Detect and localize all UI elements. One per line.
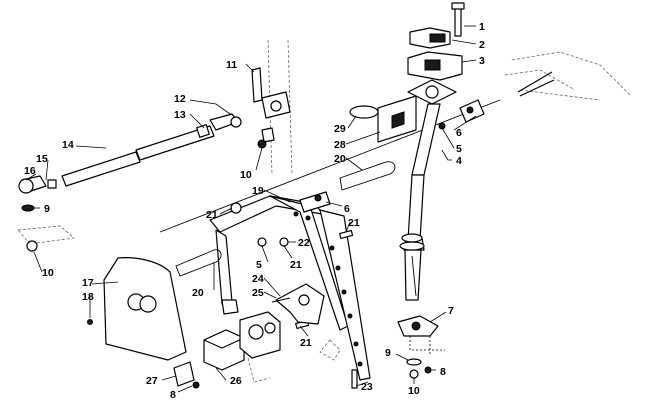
callout-16: 16 <box>24 165 36 177</box>
callout-10-upper: 10 <box>240 169 252 181</box>
ring-29 <box>349 105 379 119</box>
callout-15: 15 <box>36 153 48 165</box>
callout-21-lower: 21 <box>300 337 312 349</box>
steering-post <box>399 2 485 301</box>
frame-rods <box>517 71 555 97</box>
motor-assembly <box>239 311 281 383</box>
callout-20-lower: 20 <box>192 287 204 299</box>
leader-lines <box>25 25 477 393</box>
callout-29: 29 <box>334 123 346 135</box>
bracket-24 <box>271 283 325 325</box>
upper-clamp <box>251 39 293 176</box>
reference-line <box>159 99 501 233</box>
callout-27: 27 <box>146 375 158 387</box>
callout-26: 26 <box>230 375 242 387</box>
callout-8-right: 8 <box>440 366 446 378</box>
callout-19: 19 <box>252 185 264 197</box>
callout-11: 11 <box>226 59 237 71</box>
callout-23: 23 <box>361 381 373 393</box>
tie-rod-assembly <box>17 113 242 252</box>
callout-28: 28 <box>334 139 346 151</box>
lower-right-hardware <box>319 339 432 379</box>
callout-14: 14 <box>62 139 74 151</box>
callout-22: 22 <box>298 237 310 249</box>
callout-21-mid: 21 <box>290 259 302 271</box>
shield-plate <box>87 257 187 361</box>
callout-17: 17 <box>82 277 94 289</box>
callout-2: 2 <box>479 39 485 51</box>
callout-25: 25 <box>252 287 264 299</box>
callout-13: 13 <box>174 109 186 121</box>
callout-5-frame: 5 <box>256 259 262 271</box>
callout-18: 18 <box>82 291 94 303</box>
callout-9-left: 9 <box>44 203 50 215</box>
callout-9-right: 9 <box>385 347 391 359</box>
callout-20-upper: 20 <box>334 153 346 165</box>
callout-21-left: 21 <box>206 209 218 221</box>
callout-8-left: 8 <box>170 389 176 401</box>
callout-3: 3 <box>479 55 485 67</box>
pitman-arm <box>397 315 445 355</box>
callout-12: 12 <box>174 93 186 105</box>
cable-loop-upper <box>339 161 396 191</box>
callout-4: 4 <box>456 155 462 167</box>
cable-loop-lower <box>175 249 222 277</box>
callout-10-right: 10 <box>408 385 420 397</box>
bracket-28 <box>377 95 417 143</box>
callout-7: 7 <box>448 305 454 317</box>
callout-5-upper: 5 <box>456 143 462 155</box>
callout-6-upper: 6 <box>456 127 462 139</box>
support-frame <box>209 191 371 381</box>
callout-labels: 1 2 3 4 5 6 7 8 9 10 11 12 13 14 15 16 9… <box>24 21 485 401</box>
callout-10-left: 10 <box>42 267 54 279</box>
callout-6-frame: 6 <box>344 203 350 215</box>
control-module <box>173 329 245 389</box>
callout-24: 24 <box>252 273 264 285</box>
callout-1: 1 <box>479 21 485 33</box>
callout-21-right: 21 <box>348 217 360 229</box>
frame-ghost-lines <box>504 51 631 101</box>
